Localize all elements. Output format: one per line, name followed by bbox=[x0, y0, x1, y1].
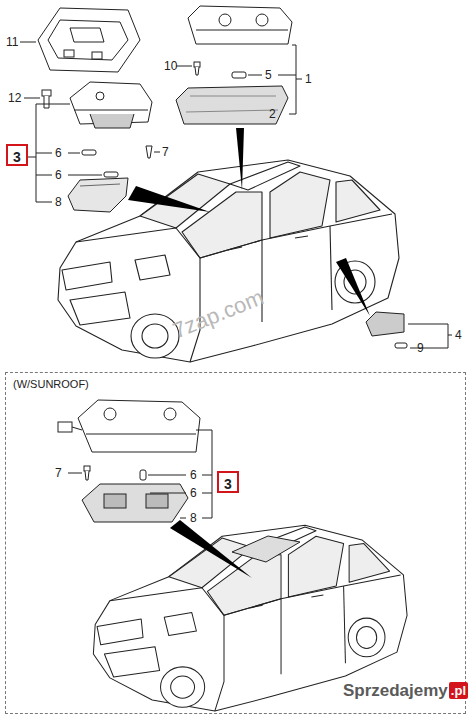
callout-number: 4 bbox=[455, 329, 462, 341]
callout-number: 10 bbox=[164, 60, 177, 72]
callout-number: 8 bbox=[55, 196, 62, 208]
callout-number: 3 bbox=[224, 477, 232, 491]
watermark: Sprzedajemy bbox=[343, 682, 448, 699]
callout-box: 3 bbox=[217, 471, 239, 493]
callout-number: 6 bbox=[55, 169, 62, 181]
callout-number: 1 bbox=[305, 73, 312, 85]
sunroof-region: (W/SUNROOF) 3 bbox=[5, 372, 466, 714]
callout-number: 7 bbox=[162, 146, 169, 158]
callout-number: 6 bbox=[55, 147, 62, 159]
callout-box: 3 bbox=[6, 144, 28, 166]
callout-number: 6 bbox=[190, 487, 197, 499]
region-heading: (W/SUNROOF) bbox=[13, 378, 89, 390]
callout-number: 11 bbox=[6, 36, 18, 48]
callout-number: 8 bbox=[190, 512, 197, 524]
callout-number: 6 bbox=[190, 469, 197, 481]
callout-number: 2 bbox=[269, 108, 276, 120]
callout-number: 12 bbox=[8, 92, 21, 104]
callout-number: 5 bbox=[265, 69, 272, 81]
callout-number: 9 bbox=[417, 342, 424, 354]
callout-number: 7 bbox=[55, 467, 62, 479]
callout-number: 3 bbox=[13, 150, 21, 164]
watermark: .pl bbox=[449, 682, 468, 699]
